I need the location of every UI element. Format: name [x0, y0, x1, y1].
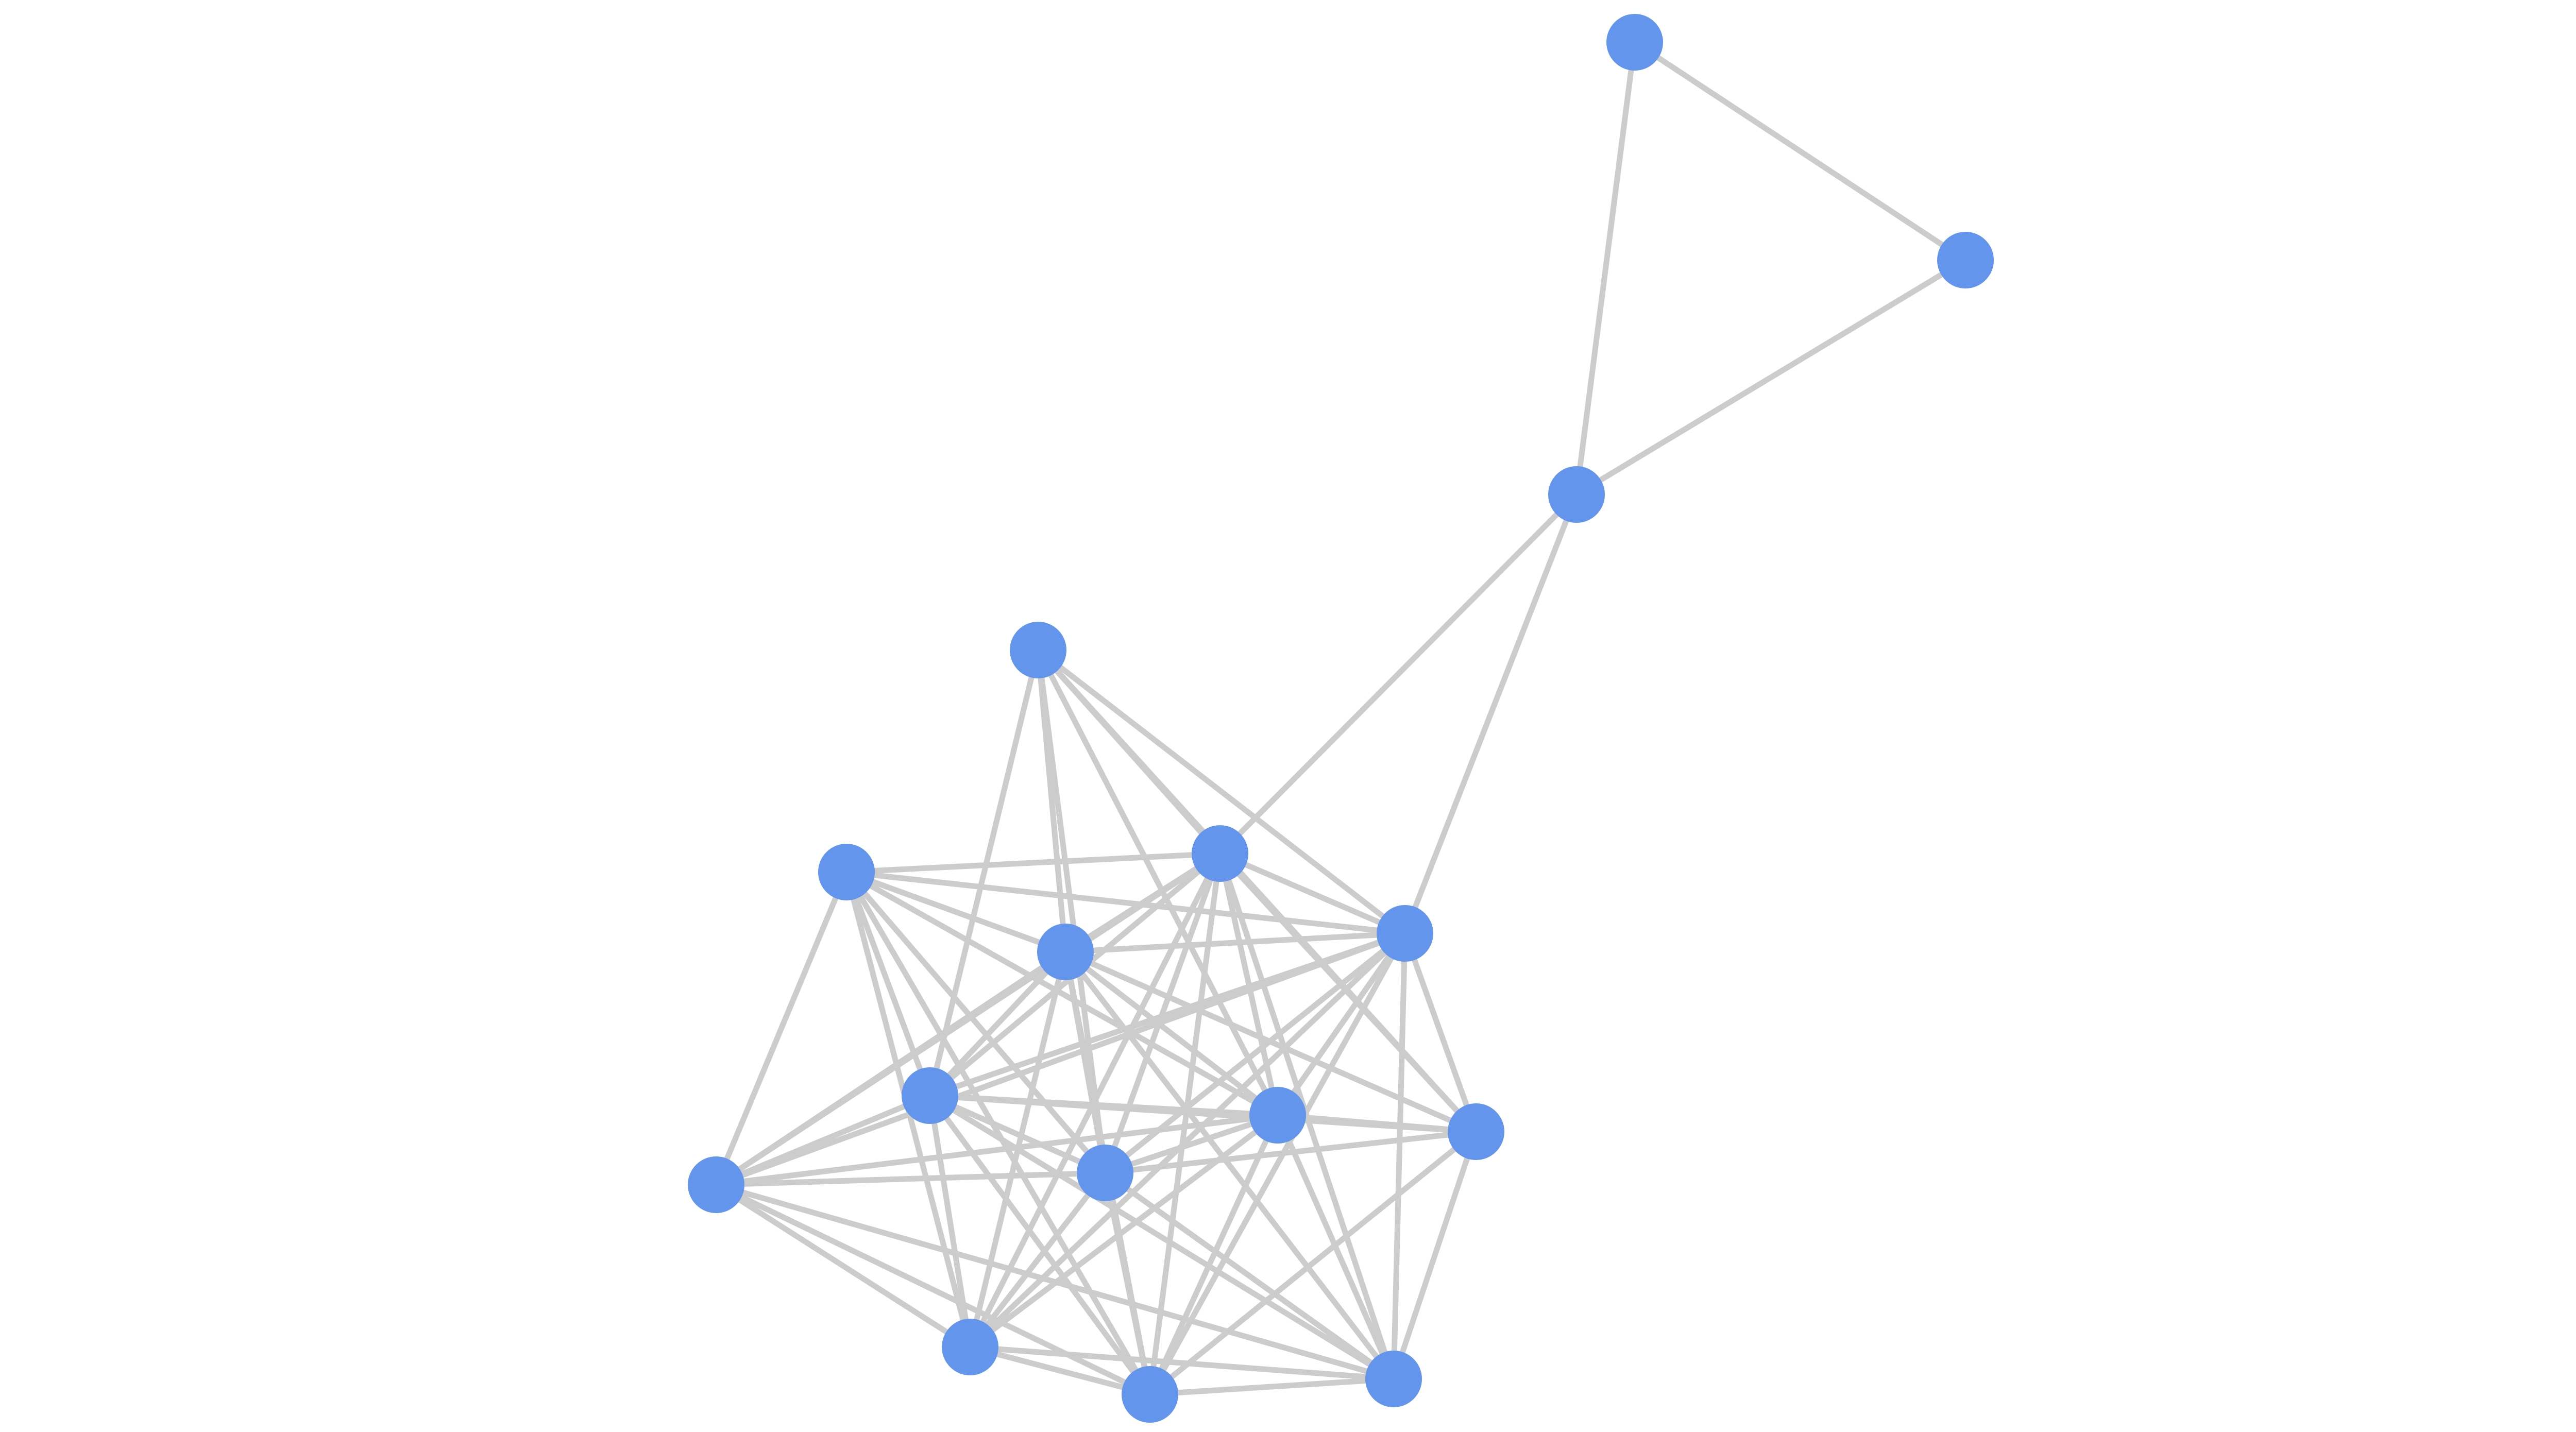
edge-n10-n12 — [713, 1170, 1108, 1188]
edge-n5-n14 — [1391, 930, 1408, 1382]
edge-n8-n12 — [713, 1093, 933, 1188]
edge-n6-n9 — [843, 869, 1281, 1118]
node-n11 — [1448, 1103, 1504, 1160]
node-n9 — [1249, 1087, 1306, 1144]
edge-n6-n8 — [843, 869, 933, 1099]
node-n6 — [818, 844, 875, 900]
node-n14 — [1365, 1351, 1422, 1407]
edge-n10-n11 — [1102, 1129, 1479, 1176]
edge-n9-n13 — [967, 1112, 1281, 1350]
edge-n2-n5 — [1402, 491, 1580, 936]
node-n1 — [1937, 232, 1994, 288]
edges-layer — [713, 39, 1969, 1397]
edge-n7-n14 — [1062, 949, 1397, 1382]
edge-n6-n15 — [843, 869, 1153, 1397]
nodes-layer — [688, 14, 1994, 1423]
node-n0 — [1606, 14, 1663, 71]
edge-n9-n11 — [1275, 1112, 1479, 1135]
node-n2 — [1548, 466, 1605, 523]
node-n8 — [902, 1067, 958, 1124]
node-n3 — [1010, 622, 1066, 678]
node-n7 — [1037, 924, 1094, 980]
edge-n4-n5 — [1217, 850, 1408, 936]
edge-n11-n14 — [1391, 1129, 1479, 1382]
edge-n10-n14 — [1102, 1170, 1397, 1382]
edge-n3-n9 — [1035, 647, 1281, 1118]
edge-n2-n4 — [1217, 491, 1580, 857]
edge-n0-n2 — [1573, 39, 1638, 498]
node-n4 — [1192, 825, 1248, 882]
edge-n3-n8 — [927, 647, 1041, 1099]
edge-n13-n15 — [967, 1344, 1153, 1397]
edge-n12-n13 — [713, 1182, 973, 1350]
node-n13 — [942, 1319, 998, 1375]
edge-n4-n11 — [1217, 850, 1479, 1135]
edge-n9-n12 — [713, 1112, 1281, 1188]
edge-n5-n9 — [1275, 930, 1408, 1118]
edge-n6-n4 — [843, 850, 1223, 875]
edge-n5-n11 — [1402, 930, 1479, 1135]
edge-n8-n10 — [927, 1093, 1108, 1176]
edge-n8-n14 — [927, 1093, 1397, 1382]
edge-n5-n7 — [1062, 930, 1408, 955]
edge-n13-n14 — [967, 1344, 1397, 1382]
node-n5 — [1377, 905, 1433, 962]
edge-n7-n11 — [1062, 949, 1479, 1135]
edge-n6-n12 — [713, 869, 850, 1188]
edge-n6-n10 — [843, 869, 1108, 1176]
edge-n3-n10 — [1035, 647, 1108, 1176]
edge-n11-n15 — [1147, 1129, 1479, 1397]
edge-n9-n15 — [1147, 1112, 1281, 1397]
edge-n6-n5 — [843, 869, 1408, 936]
edge-n3-n5 — [1035, 647, 1408, 936]
edge-n7-n8 — [927, 949, 1069, 1099]
edge-n5-n15 — [1147, 930, 1408, 1397]
edge-n0-n1 — [1632, 39, 1969, 263]
node-n12 — [688, 1156, 744, 1213]
edge-n7-n12 — [713, 949, 1069, 1188]
node-n10 — [1077, 1145, 1133, 1201]
edge-n1-n2 — [1573, 257, 1969, 498]
edge-n5-n12 — [713, 930, 1408, 1188]
edge-n14-n15 — [1147, 1376, 1397, 1397]
edge-n6-n7 — [843, 869, 1069, 955]
edge-n12-n14 — [713, 1182, 1397, 1382]
edge-n12-n15 — [713, 1182, 1153, 1397]
node-n15 — [1122, 1366, 1178, 1423]
edge-n7-n9 — [1062, 949, 1281, 1118]
edge-n8-n15 — [927, 1093, 1153, 1397]
edge-n9-n10 — [1102, 1112, 1281, 1176]
